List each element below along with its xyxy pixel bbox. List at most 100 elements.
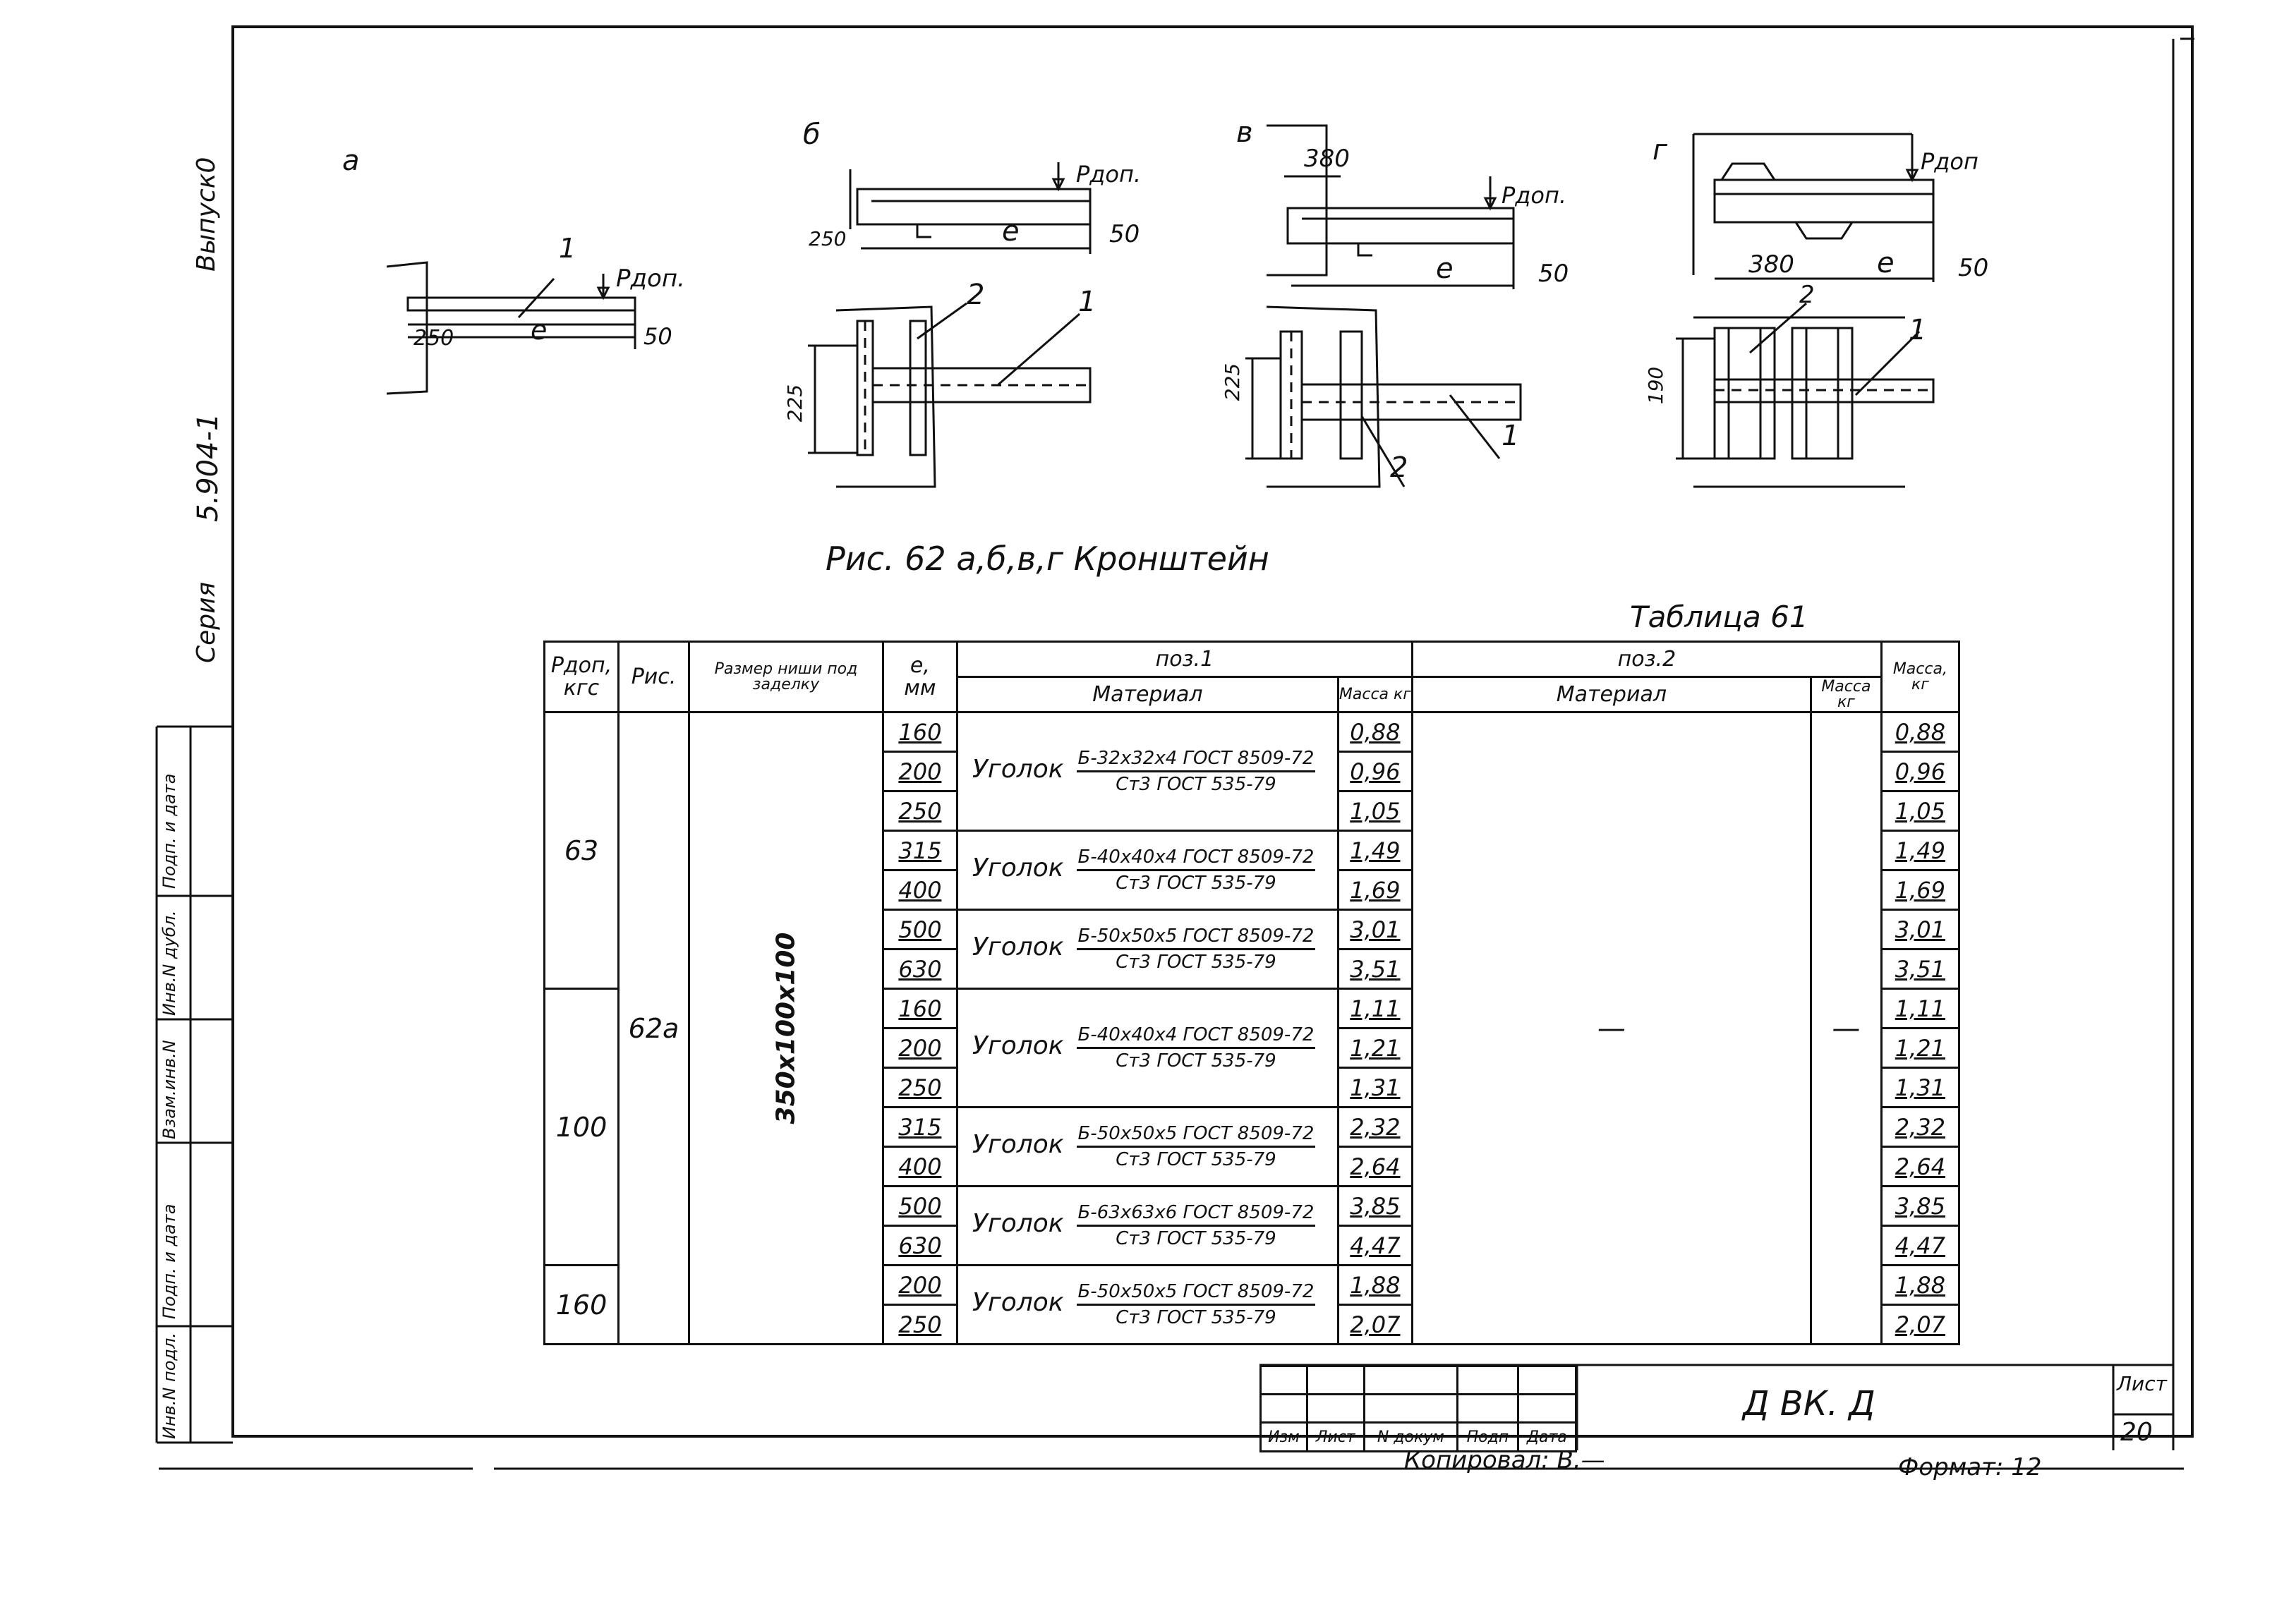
tb-col-doc: N докум <box>1363 1421 1459 1452</box>
figure-v-dim-e: е <box>1436 253 1454 285</box>
figure-g-height: 190 <box>1644 366 1668 405</box>
figure-b-dim-right: 50 <box>1109 220 1140 248</box>
copied-by: Копировал: В.— <box>1404 1446 1605 1474</box>
total-mass: 1,49 <box>1880 830 1960 871</box>
pos1-mass: 3,85 <box>1336 1185 1413 1227</box>
figure-g-load: Рдоп <box>1921 148 1978 175</box>
e-value: 315 <box>881 1106 958 1148</box>
pdop-value: 160 <box>543 1264 620 1345</box>
header-pos1-mass: Масса кг <box>1336 676 1413 713</box>
figure-a-pos1: 1 <box>559 233 576 264</box>
figure-g-dim-right: 50 <box>1958 254 1989 282</box>
stamp-inv-dubl: Инв.N дубл. <box>159 910 179 1016</box>
figure-a-load: Рдоп. <box>616 265 685 293</box>
figure-g <box>1676 133 1935 488</box>
fig-value: 62а <box>617 711 690 1345</box>
tb-col-sign: Подп <box>1456 1421 1519 1452</box>
document-code: Д ВК. Д <box>1743 1384 1875 1424</box>
header-pos2-mass: Масса кг <box>1809 676 1883 713</box>
figure-b-letter: б <box>803 119 821 151</box>
figure-g-dim-mid: 380 <box>1748 250 1794 279</box>
stamp-sign-date-1: Подп. и дата <box>159 773 179 890</box>
pos1-mass: 2,07 <box>1336 1304 1413 1345</box>
pos2-mass: — <box>1809 711 1883 1345</box>
pos1-mass: 1,49 <box>1336 830 1413 871</box>
sheet-number: 20 <box>2120 1418 2153 1447</box>
figure-g-pos2: 2 <box>1799 281 1815 309</box>
figure-b <box>808 162 1092 488</box>
pos2-material: — <box>1410 711 1812 1345</box>
pos1-mass: 0,88 <box>1336 711 1413 753</box>
header-pos2: поз.2 <box>1410 641 1883 678</box>
pos1-mass: 3,01 <box>1336 909 1413 950</box>
series-label: Серия <box>192 581 221 663</box>
header-fig: Рис. <box>617 641 690 713</box>
pos1-mass: 2,32 <box>1336 1106 1413 1148</box>
total-mass: 1,88 <box>1880 1264 1960 1306</box>
e-value: 160 <box>881 711 958 753</box>
figure-b-pos1: 1 <box>1078 286 1096 318</box>
pos1-mass: 3,51 <box>1336 948 1413 990</box>
total-mass: 2,32 <box>1880 1106 1960 1148</box>
title-block-grid: Изм Лист N докум Подп Дата <box>1259 1365 1578 1452</box>
e-value: 315 <box>881 830 958 871</box>
pdop-value: 100 <box>543 988 620 1266</box>
total-mass: 3,01 <box>1880 909 1960 950</box>
total-mass: 4,47 <box>1880 1225 1960 1266</box>
figure-g-letter: г <box>1652 134 1668 166</box>
total-mass: 1,21 <box>1880 1027 1960 1069</box>
figure-v-letter: в <box>1236 116 1253 149</box>
pos1-mass: 1,31 <box>1336 1067 1413 1108</box>
header-e: е,мм <box>881 641 958 713</box>
figure-a-letter: а <box>342 145 360 177</box>
e-value: 250 <box>881 1067 958 1108</box>
table-title: Таблица 61 <box>1630 600 1808 634</box>
e-value: 250 <box>881 1304 958 1345</box>
figure-v-dim-top: 380 <box>1304 145 1350 173</box>
figure-a-dim-right: 50 <box>644 323 672 350</box>
e-value: 200 <box>881 1027 958 1069</box>
pos1-mass: 1,11 <box>1336 988 1413 1029</box>
stamp-vzam-inv: Взам.инв.N <box>159 1040 179 1139</box>
figure-caption: Рис. 62 а,б,в,г Кронштейн <box>826 540 1269 578</box>
figure-a-dim-e: е <box>531 315 548 346</box>
total-mass: 3,85 <box>1880 1185 1960 1227</box>
spec-table: Рдоп,кгс Рис. Размер ниши под заделку е,… <box>543 641 1960 1345</box>
total-mass: 0,88 <box>1880 711 1960 753</box>
figure-a <box>386 261 636 395</box>
total-mass: 2,64 <box>1880 1146 1960 1187</box>
total-mass: 1,05 <box>1880 790 1960 832</box>
figure-v-dim-right: 50 <box>1538 260 1569 288</box>
figure-v-pos1: 1 <box>1502 420 1520 452</box>
header-pos1: поз.1 <box>955 641 1413 678</box>
total-mass: 1,69 <box>1880 869 1960 911</box>
figure-a-dim-left: 250 <box>413 326 454 351</box>
header-pdop: Рдоп,кгс <box>543 641 620 713</box>
figure-b-height: 225 <box>783 384 807 423</box>
total-mass: 2,07 <box>1880 1304 1960 1345</box>
tb-col-date: Дата <box>1516 1421 1578 1452</box>
figure-b-load: Рдоп. <box>1076 161 1142 188</box>
header-mass-total: Масса, кг <box>1880 641 1960 713</box>
sheet-label: Лист <box>2117 1372 2167 1395</box>
pos1-mass: 4,47 <box>1336 1225 1413 1266</box>
issue-label: Выпуск0 <box>192 157 221 272</box>
